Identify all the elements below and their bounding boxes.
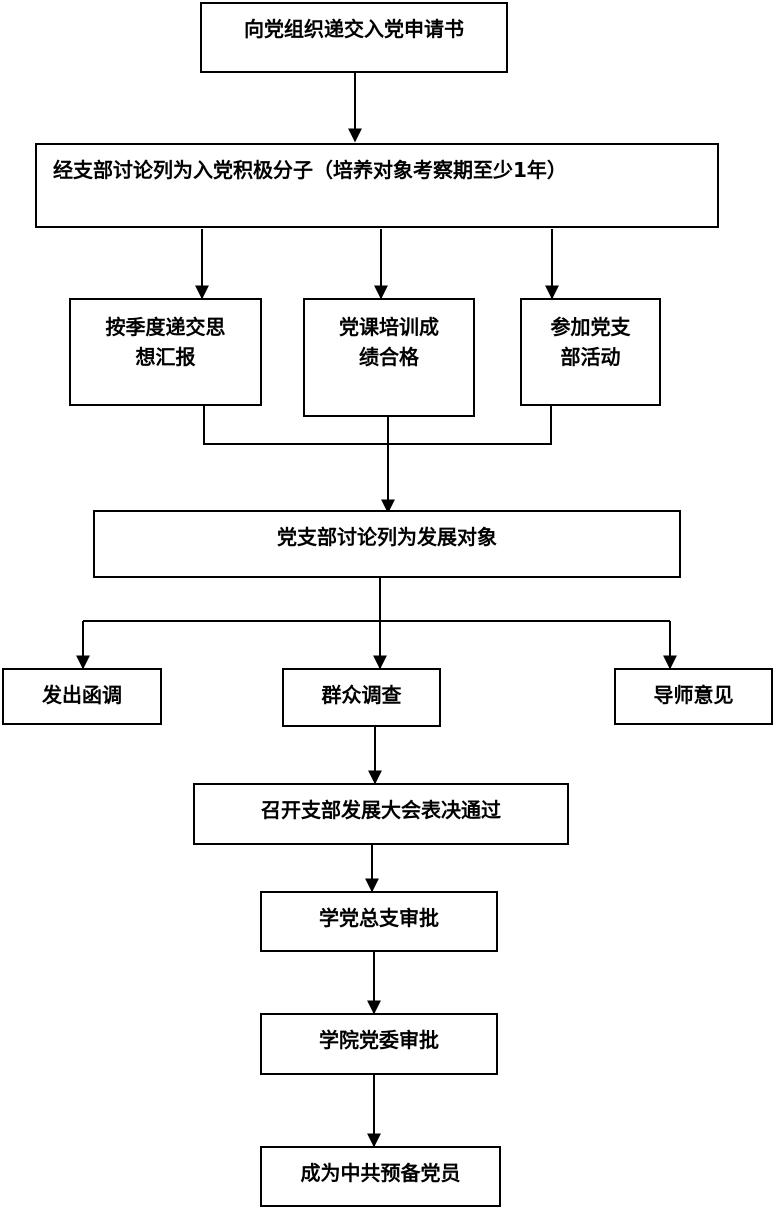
node-application: 向党组织递交入党申请书 <box>200 2 508 73</box>
node-meeting: 召开支部发展大会表决通过 <box>193 783 569 845</box>
node-school-approval-label: 学党总支审批 <box>319 906 439 930</box>
node-activity-line2: 部活动 <box>560 345 621 369</box>
node-activity: 参加党支 部活动 <box>520 298 661 406</box>
node-course-line2: 绩合格 <box>359 345 419 369</box>
node-mentor-label: 导师意见 <box>653 683 734 707</box>
node-report-line2: 想汇报 <box>135 345 196 369</box>
node-college-approval: 学院党委审批 <box>260 1013 498 1075</box>
node-meeting-label: 召开支部发展大会表决通过 <box>261 798 501 822</box>
node-college-approval-label: 学院党委审批 <box>319 1028 439 1052</box>
node-letter: 发出函调 <box>2 668 162 725</box>
node-activist: 经支部讨论列为入党积极分子（培养对象考察期至少1年） <box>35 143 719 228</box>
node-letter-label: 发出函调 <box>42 683 122 707</box>
node-probationary-label: 成为中共预备党员 <box>300 1161 461 1185</box>
node-activity-line1: 参加党支 <box>550 315 631 339</box>
node-school-approval: 学党总支审批 <box>260 891 498 952</box>
node-course: 党课培训成 绩合格 <box>303 298 475 417</box>
node-development-target: 党支部讨论列为发展对象 <box>93 510 681 578</box>
node-probationary: 成为中共预备党员 <box>260 1146 501 1207</box>
node-survey-label: 群众调查 <box>321 683 402 707</box>
merge-line-three-requirements <box>203 406 552 445</box>
node-report-line1: 按季度递交思 <box>105 315 226 339</box>
node-survey: 群众调查 <box>282 668 441 727</box>
node-report: 按季度递交思 想汇报 <box>69 298 262 406</box>
node-course-line1: 党课培训成 <box>339 315 439 339</box>
node-activist-label: 经支部讨论列为入党积极分子（培养对象考察期至少1年） <box>53 158 567 182</box>
node-mentor: 导师意见 <box>614 668 773 725</box>
node-application-label: 向党组织递交入党申请书 <box>244 17 464 41</box>
node-development-target-label: 党支部讨论列为发展对象 <box>277 525 497 549</box>
